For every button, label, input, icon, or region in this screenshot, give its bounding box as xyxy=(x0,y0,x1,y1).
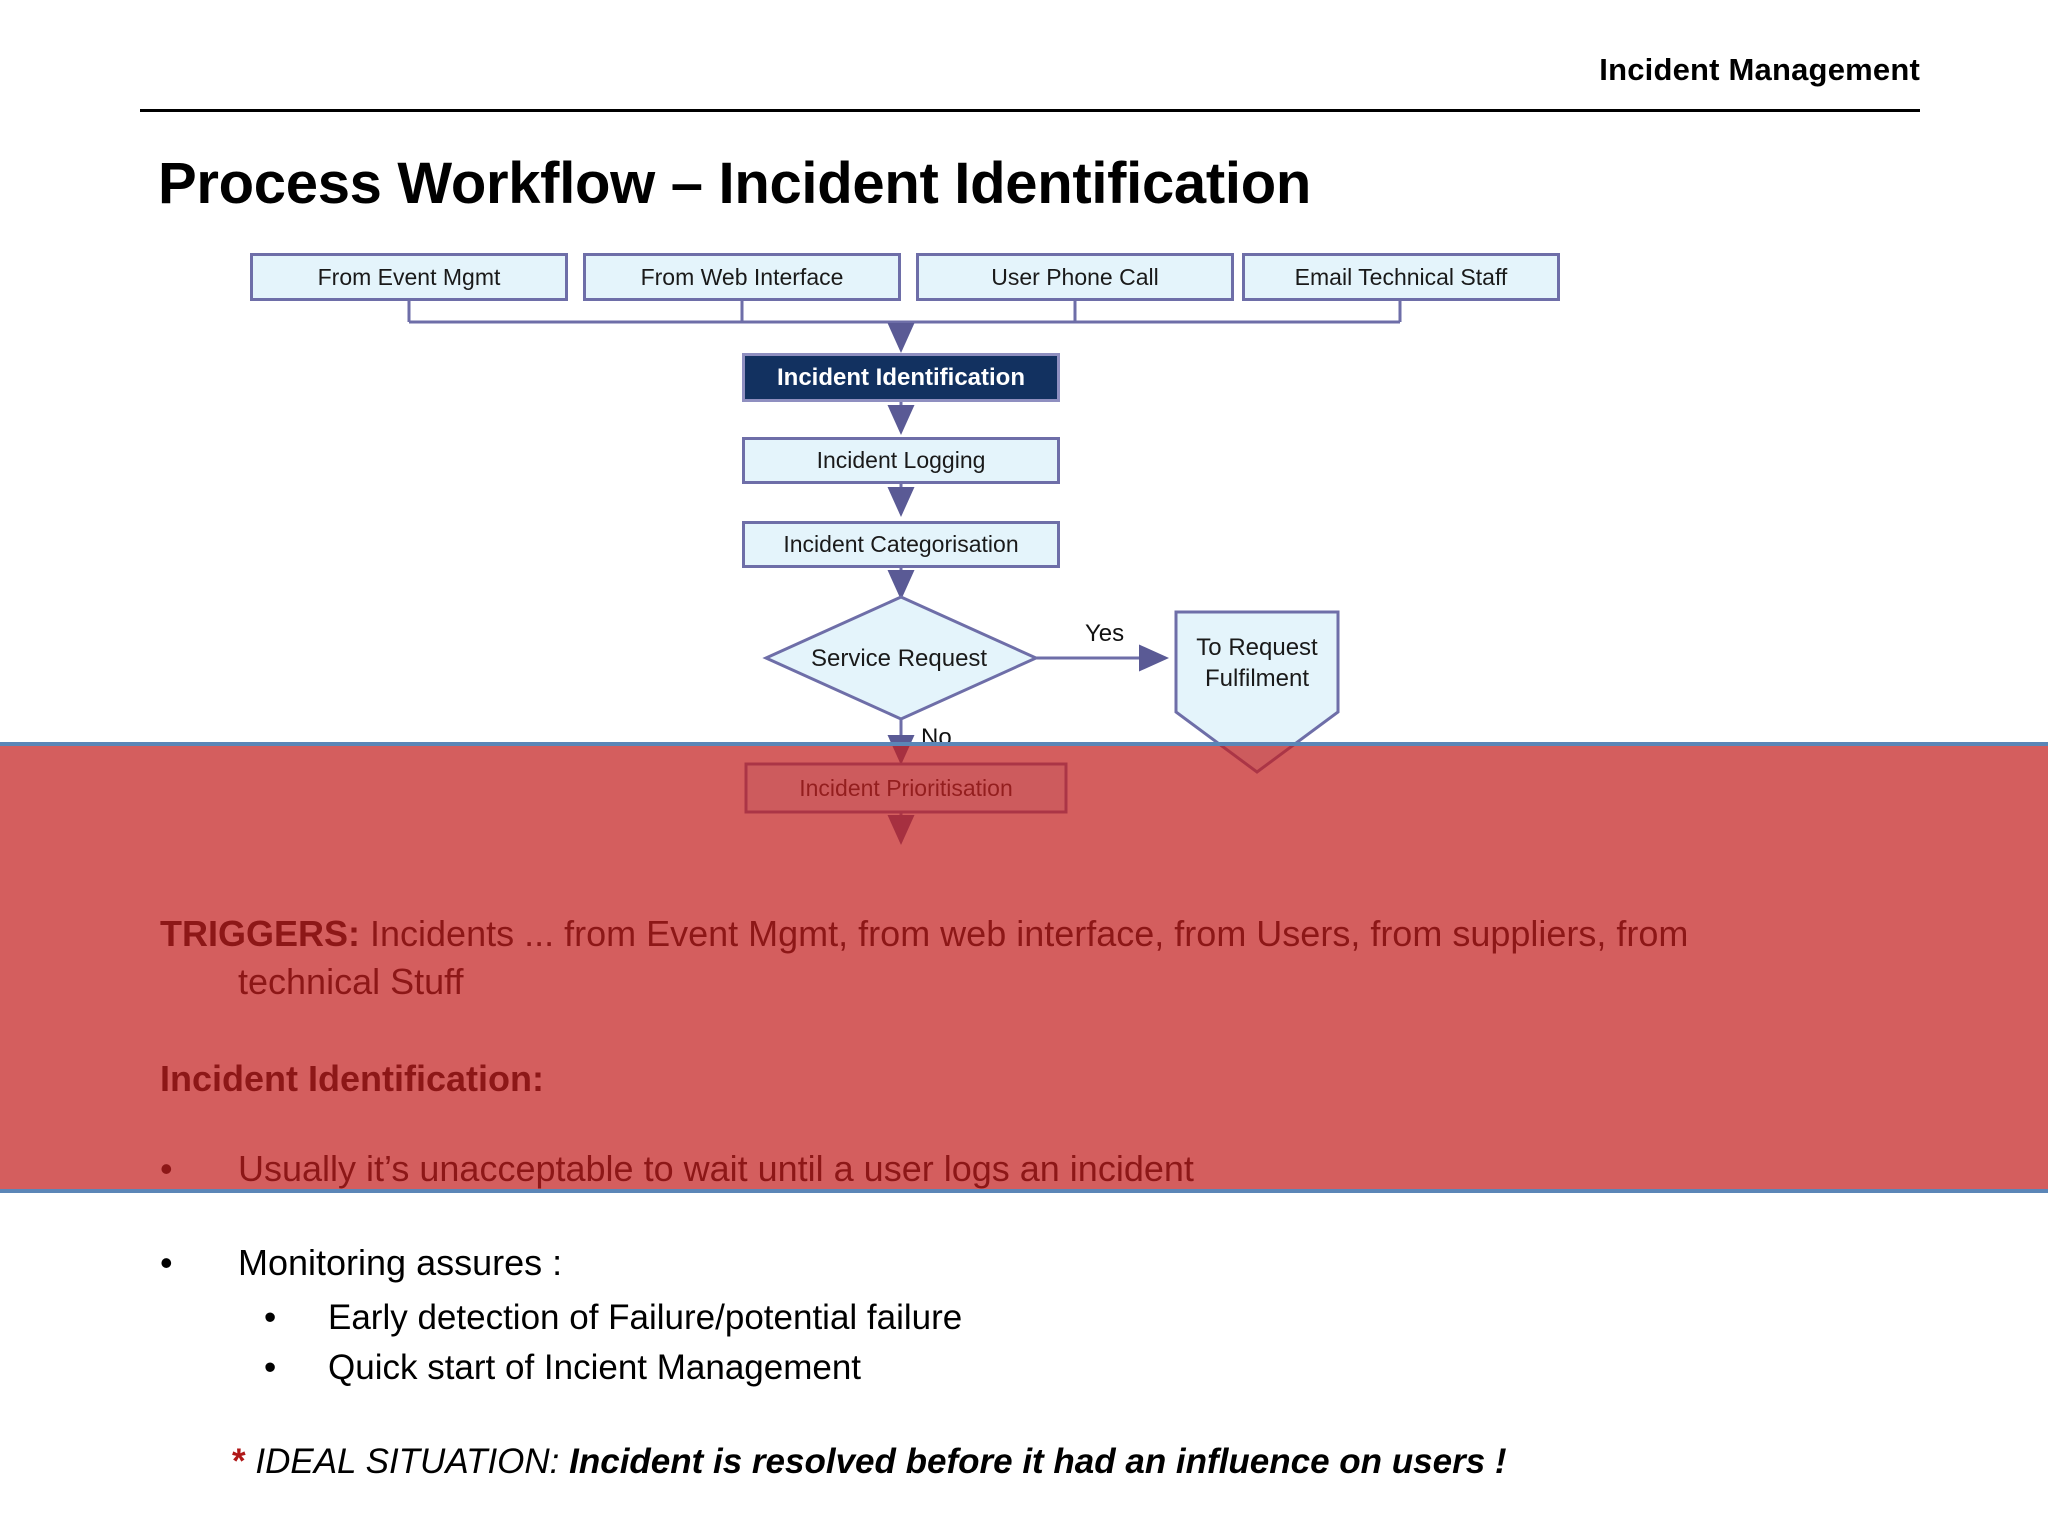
sub-bullet-item-1: • Early detection of Failure/potential fa… xyxy=(264,1298,962,1338)
ideal-emphasis: Incident is resolved before it had an in… xyxy=(569,1442,1507,1481)
flow-node-to-request-fulfilment[interactable]: To Request Fulfilment xyxy=(1176,632,1338,694)
flow-node-source-4[interactable]: Email Technical Staff xyxy=(1242,253,1560,301)
bullet-text: Usually it’s unacceptable to wait until … xyxy=(238,1148,1194,1189)
section-heading: Incident Identification: xyxy=(160,1058,544,1099)
ideal-colon: : xyxy=(549,1442,570,1481)
bullet-item-1: • Usually it’s unacceptable to wait until… xyxy=(160,1148,1194,1190)
bullet-marker: • xyxy=(160,1242,173,1283)
flow-node-source-3[interactable]: User Phone Call xyxy=(916,253,1234,301)
triggers-text-line2: technical Stuff xyxy=(238,960,464,1002)
ideal-lead: IDEAL SITUATION xyxy=(245,1442,550,1481)
flow-node-source-2[interactable]: From Web Interface xyxy=(583,253,901,301)
bullet-marker: • xyxy=(264,1348,277,1387)
page-title: Process Workflow – Incident Identificati… xyxy=(158,151,1311,216)
flow-node-incident-logging[interactable]: Incident Logging xyxy=(742,437,1060,484)
header-divider xyxy=(140,109,1920,112)
bullet-text: Quick start of Incient Management xyxy=(328,1348,862,1387)
flow-node-incident-categorisation[interactable]: Incident Categorisation xyxy=(742,521,1060,568)
asterisk-marker: * xyxy=(232,1442,246,1481)
bullet-text: Early detection of Failure/potential fai… xyxy=(328,1298,963,1337)
flow-node-source-1[interactable]: From Event Mgmt xyxy=(250,253,568,301)
header-title: Incident Management xyxy=(1599,52,1920,87)
flow-branch-label-yes: Yes xyxy=(1085,620,1125,647)
triggers-paragraph: TRIGGERS: Incidents ... from Event Mgmt,… xyxy=(160,910,1950,1005)
offpage-line-2: Fulfilment xyxy=(1204,665,1310,693)
ideal-situation-note: * IDEAL SITUATION: Incident is resolved … xyxy=(232,1442,1507,1482)
bullet-text: Monitoring assures : xyxy=(238,1242,563,1283)
bullet-item-2: • Monitoring assures : xyxy=(160,1242,562,1284)
offpage-line-1: To Request xyxy=(1196,634,1318,661)
bullet-marker: • xyxy=(160,1148,173,1189)
bullet-marker: • xyxy=(264,1298,277,1337)
sub-bullet-item-2: • Quick start of Incient Management xyxy=(264,1348,861,1388)
triggers-label: TRIGGERS: xyxy=(160,913,361,954)
flow-node-incident-identification[interactable]: Incident Identification xyxy=(742,353,1060,402)
flow-decision-service-request[interactable]: Service Request xyxy=(811,645,988,672)
triggers-text: Incidents ... from Event Mgmt, from web … xyxy=(360,913,1689,954)
